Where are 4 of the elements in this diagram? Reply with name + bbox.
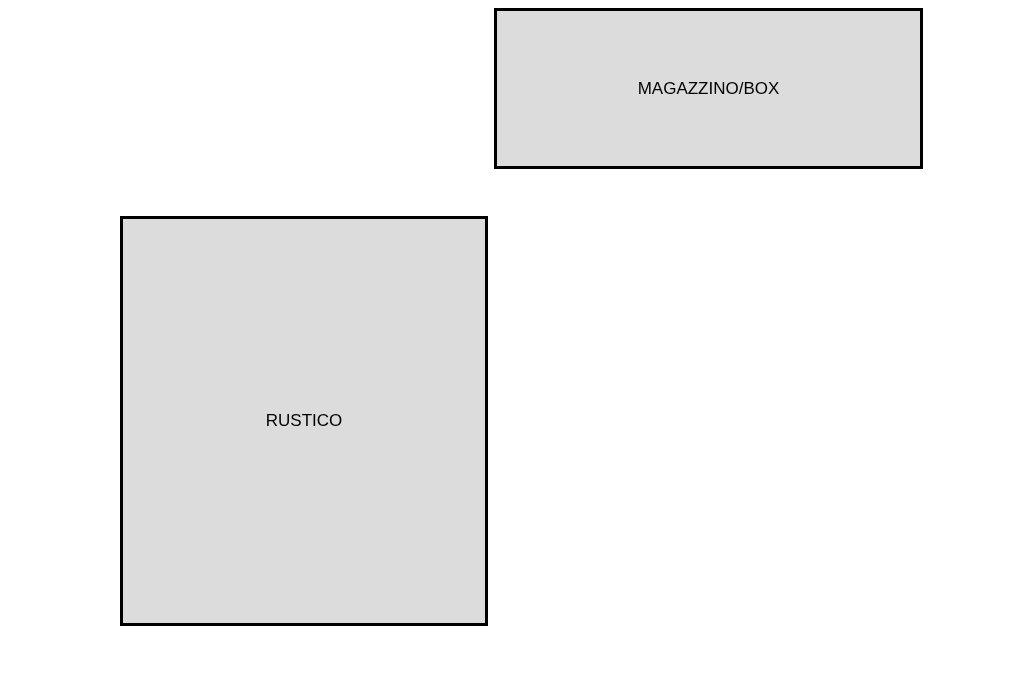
room-label: MAGAZZINO/BOX [637,78,780,99]
room-outline [120,216,488,626]
room-outline [494,8,923,169]
room-label: RUSTICO [265,411,343,431]
